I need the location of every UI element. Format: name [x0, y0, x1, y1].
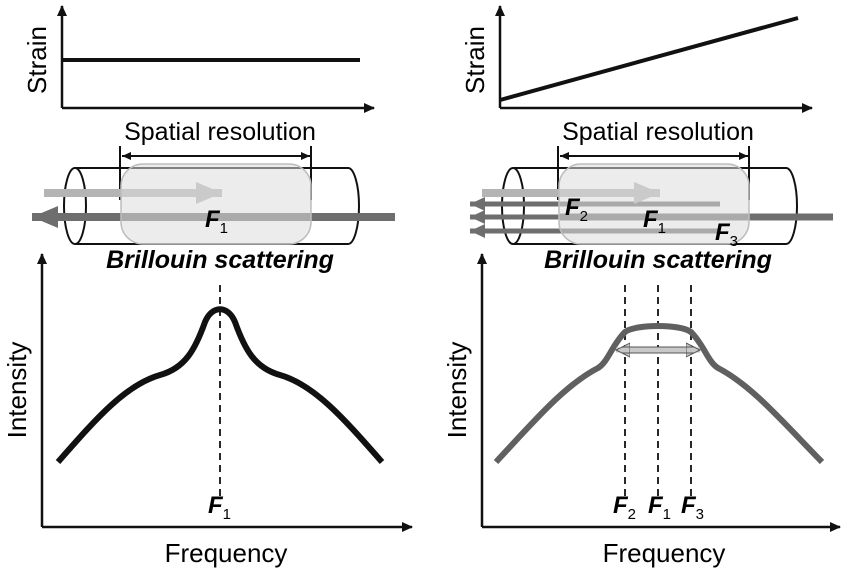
right-spectrum-plot: F2 F1 F3 Intensity Frequency: [442, 253, 841, 568]
right-brillouin-spectrum: [493, 323, 825, 465]
right-peak-label-2: F2: [613, 492, 636, 523]
left-strain-label: Strain: [22, 26, 52, 94]
right-strain-label: Strain: [460, 26, 490, 94]
left-frequency-label: Frequency: [165, 538, 288, 568]
right-resolution-label: Spatial resolution: [562, 118, 754, 146]
right-fiber-frequency-label-2: F2: [565, 194, 588, 225]
right-strain-plot: Strain: [460, 5, 813, 113]
left-peak-label: F1: [208, 492, 231, 523]
left-fiber-end-right: [347, 167, 360, 245]
left-brillouin-spectrum: [55, 306, 385, 464]
right-resolution-highlight: [558, 163, 750, 245]
right-strain-profile-line: [499, 16, 799, 102]
left-resolution-highlight: [120, 163, 312, 245]
right-panel: Strain Spatial resolution F2 F1 F3 Brill…: [442, 5, 841, 568]
right-fiber: F2 F1 F3: [470, 163, 833, 250]
left-scattering-label: Brillouin scattering: [106, 246, 334, 274]
left-resolution-label: Spatial resolution: [124, 118, 316, 146]
right-fiber-frequency-label-1: F1: [643, 206, 666, 237]
right-scattering-label: Brillouin scattering: [544, 246, 772, 274]
right-fiber-frequency-label-3: F3: [715, 219, 738, 250]
right-peak-label-1: F1: [648, 492, 671, 523]
right-peak-label-3: F3: [681, 492, 704, 523]
left-strain-plot: Strain: [22, 5, 375, 113]
left-panel: Strain Spatial resolution F1 Brillouin s…: [2, 5, 413, 568]
left-fiber-end-left: [63, 167, 87, 245]
right-fiber-end-right: [785, 167, 798, 245]
left-intensity-label: Intensity: [2, 342, 32, 439]
left-spectrum-plot: F1 Intensity Frequency: [2, 253, 413, 568]
right-intensity-label: Intensity: [442, 342, 472, 439]
left-fiber-frequency-label: F1: [205, 206, 228, 237]
left-fiber: F1: [32, 163, 395, 245]
right-frequency-label: Frequency: [603, 538, 726, 568]
